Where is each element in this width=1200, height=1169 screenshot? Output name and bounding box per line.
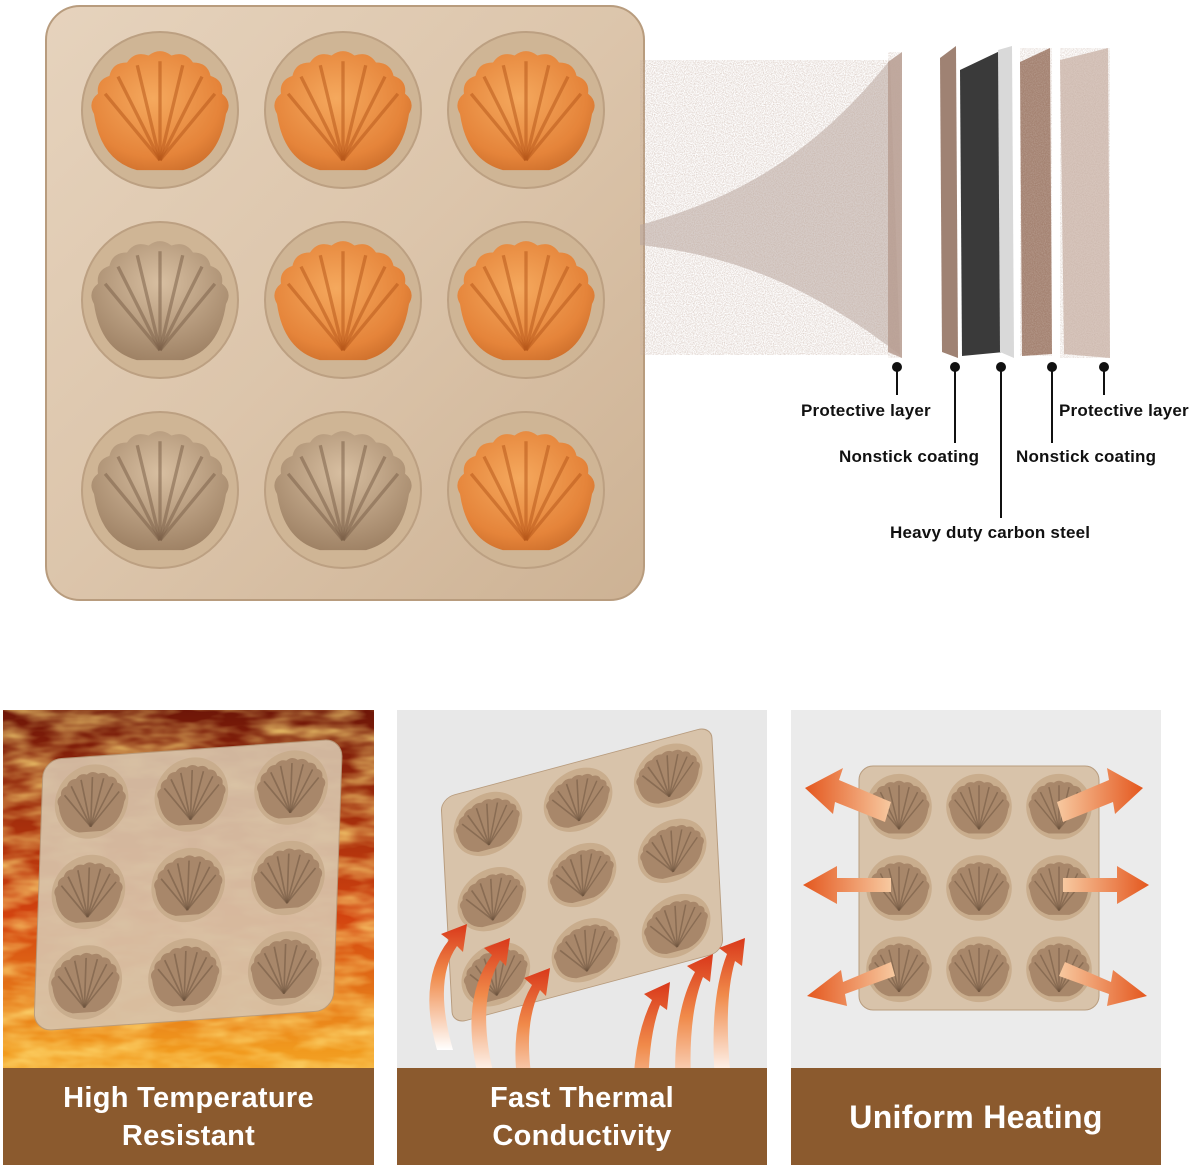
label-nonstick-coating-left: Nonstick coating (839, 447, 980, 466)
madeleine-cake (447, 411, 605, 569)
feature-panel-uniform-heating: Uniform Heating (791, 710, 1161, 1165)
label-heavy-duty-carbon-steel: Heavy duty carbon steel (890, 523, 1091, 542)
madeleine-cake (447, 31, 605, 189)
layer-leader-lines (892, 362, 1109, 518)
caption-bar: Uniform Heating (791, 1068, 1161, 1165)
label-nonstick-coating-right: Nonstick coating (1016, 447, 1157, 466)
madeleine-pan-image (44, 4, 648, 604)
feature-panel-fast-thermal: Fast Thermal Conductivity (397, 710, 767, 1165)
madeleine-cake (264, 221, 422, 379)
uniform-heating-illustration (803, 765, 1149, 1011)
feature-title-high-temperature: High Temperature Resistant (63, 1081, 314, 1152)
caption-bar: Fast Thermal Conductivity (397, 1068, 767, 1165)
empty-shell-cavity (81, 411, 239, 569)
coating-layer-diagram (640, 40, 1200, 370)
empty-shell-cavity (264, 411, 422, 569)
feature-panel-high-temperature: High Temperature Resistant (3, 710, 374, 1165)
madeleine-cake (264, 31, 422, 189)
madeleine-cake (447, 221, 605, 379)
empty-shell-cavity (81, 221, 239, 379)
madeleine-cake (81, 31, 239, 189)
label-protective-layer-right: Protective layer (1059, 401, 1189, 420)
label-protective-layer-left: Protective layer (801, 401, 931, 420)
feature-title-uniform-heating: Uniform Heating (849, 1098, 1103, 1135)
caption-bar: High Temperature Resistant (3, 1068, 374, 1165)
thermal-illustration (429, 728, 745, 1140)
feature-title-fast-thermal: Fast Thermal Conductivity (489, 1081, 675, 1152)
